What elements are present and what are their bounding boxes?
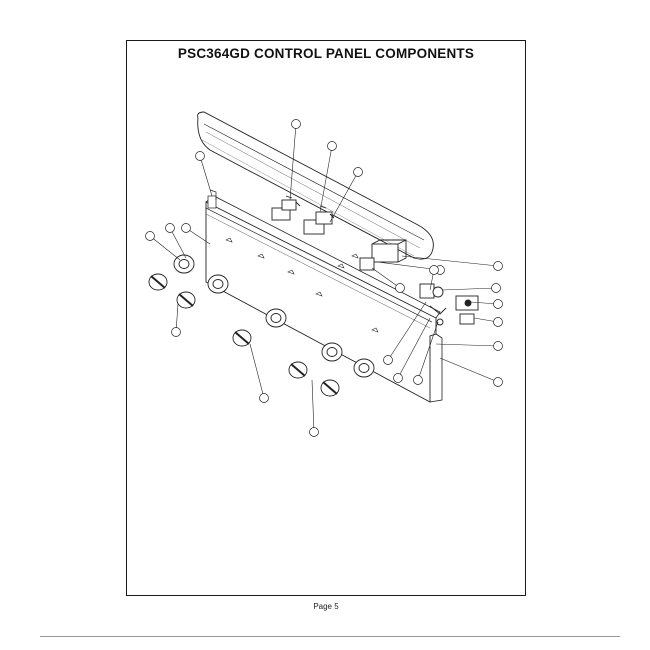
callout xyxy=(395,283,405,293)
control-knob xyxy=(288,361,308,379)
callout xyxy=(493,299,503,309)
callout xyxy=(259,393,269,403)
callout xyxy=(171,327,181,337)
thermostat-assembly xyxy=(419,283,479,326)
bottom-rule xyxy=(40,636,620,637)
callout xyxy=(309,427,319,437)
page-number: Page 5 xyxy=(313,602,339,611)
control-knob xyxy=(232,329,252,347)
panel-holes xyxy=(225,237,379,333)
control-panel xyxy=(205,189,443,403)
backguard-trim xyxy=(197,111,434,260)
knob-bezel xyxy=(353,358,375,378)
callout xyxy=(493,377,503,387)
callout xyxy=(493,341,503,351)
callout xyxy=(145,231,155,241)
control-knob xyxy=(176,291,196,309)
callout xyxy=(195,151,205,161)
control-knob xyxy=(320,379,340,397)
knob-bezel xyxy=(207,274,229,294)
callout xyxy=(413,375,423,385)
callout xyxy=(491,283,501,293)
knob-bezel xyxy=(265,308,287,328)
callout xyxy=(327,141,337,151)
callout xyxy=(181,223,191,233)
page-title: PSC364GD CONTROL PANEL COMPONENTS xyxy=(177,46,475,61)
callout xyxy=(353,167,363,177)
clock-timer xyxy=(359,239,407,271)
callout xyxy=(291,119,301,129)
callout xyxy=(165,223,175,233)
callout xyxy=(393,373,403,383)
control-knob xyxy=(148,273,168,291)
infinite-switch xyxy=(303,205,335,235)
infinite-switch xyxy=(271,195,301,221)
callout xyxy=(493,317,503,327)
callout xyxy=(493,261,503,271)
page-border xyxy=(126,40,526,596)
knob-bezel xyxy=(321,342,343,362)
leader-lines xyxy=(149,123,499,433)
callout xyxy=(429,265,439,275)
callout xyxy=(383,355,393,365)
